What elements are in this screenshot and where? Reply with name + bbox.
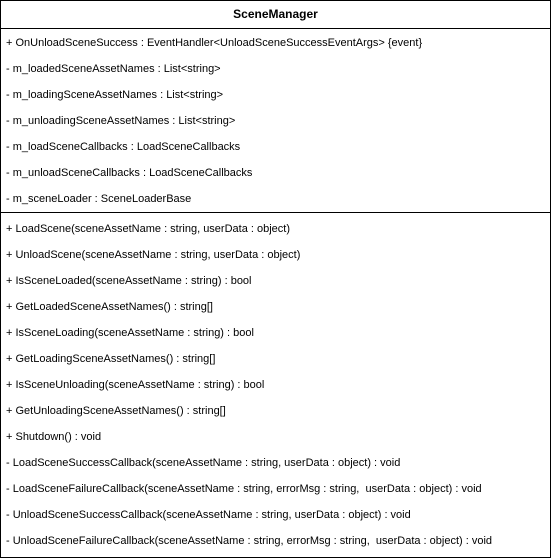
method: + IsSceneLoaded(sceneAssetName : string)… [6,275,252,287]
attribute: - m_unloadSceneCallbacks : LoadSceneCall… [6,167,253,179]
method: + GetLoadedSceneAssetNames() : string[] [6,301,213,313]
attribute: - m_unloadingSceneAssetNames : List<stri… [6,115,236,127]
method: + UnloadScene(sceneAssetName : string, u… [6,249,301,261]
method: - UnloadSceneSuccessCallback(sceneAssetN… [6,509,411,521]
attributes-section: + OnUnloadSceneSuccess : EventHandler<Un… [1,29,550,213]
method: + IsSceneLoading(sceneAssetName : string… [6,327,254,339]
method: - LoadSceneFailureCallback(sceneAssetNam… [6,483,482,495]
methods-section: + LoadScene(sceneAssetName : string, use… [1,213,550,554]
attribute: + OnUnloadSceneSuccess : EventHandler<Un… [6,37,423,49]
attribute: - m_loadedSceneAssetNames : List<string> [6,63,221,75]
method: - LoadSceneSuccessCallback(sceneAssetNam… [6,457,401,469]
class-name: SceneManager [1,1,550,29]
method: + Shutdown() : void [6,431,102,443]
attribute: - m_sceneLoader : SceneLoaderBase [6,193,192,205]
method: + GetUnloadingSceneAssetNames() : string… [6,405,226,417]
method: + LoadScene(sceneAssetName : string, use… [6,223,291,235]
attribute: - m_loadingSceneAssetNames : List<string… [6,89,224,101]
attribute: - m_loadSceneCallbacks : LoadSceneCallba… [6,141,241,153]
method: - UnloadSceneFailureCallback(sceneAssetN… [6,535,493,547]
method: + GetLoadingSceneAssetNames() : string[] [6,353,216,365]
method: + IsSceneUnloading(sceneAssetName : stri… [6,379,265,391]
